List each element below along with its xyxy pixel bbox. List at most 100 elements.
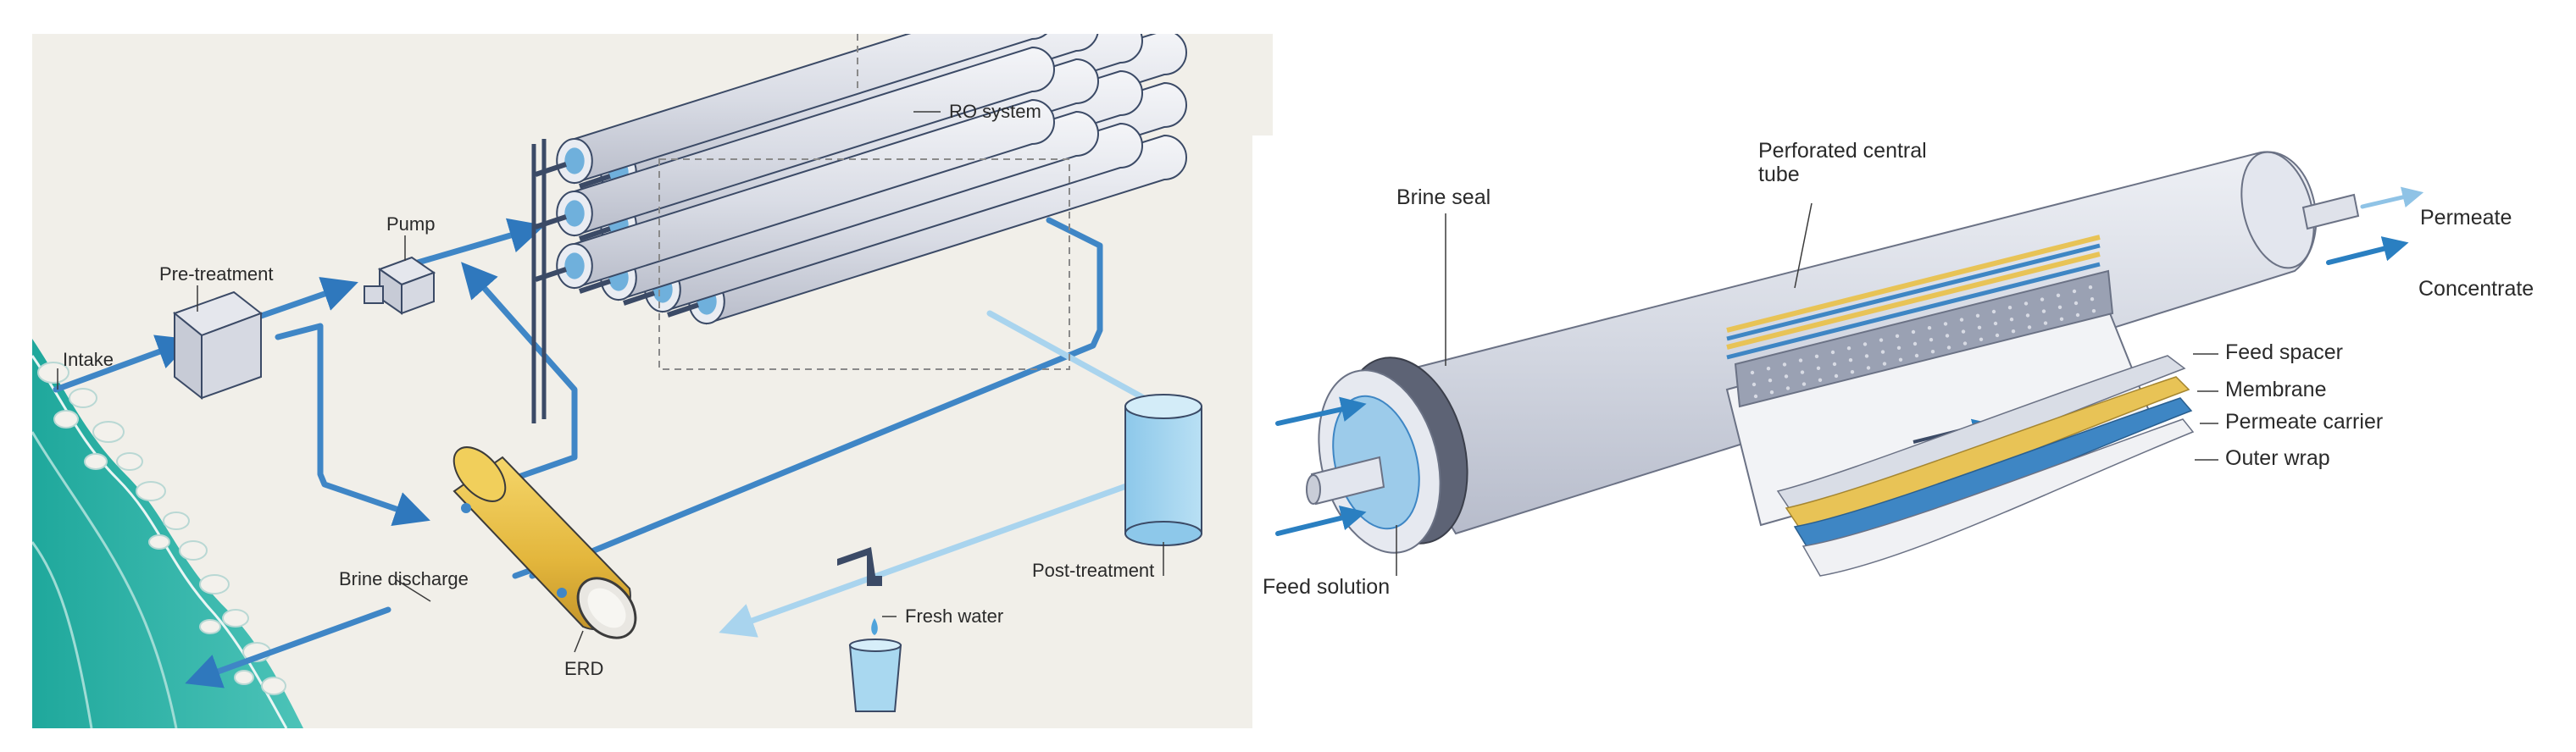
- brine-discharge-label: Brine discharge: [339, 568, 469, 589]
- tube-perforation: [1846, 346, 1852, 351]
- tube-perforation: [1753, 394, 1758, 399]
- ro-vessel-connector: [535, 267, 567, 282]
- brine-seal-label: Brine seal: [1396, 185, 1491, 209]
- plant-illustration: [32, 34, 1202, 728]
- tube-perforation: [2025, 313, 2030, 318]
- ro-rack: [531, 139, 547, 423]
- tube-perforation: [1866, 366, 1871, 370]
- tube-perforation: [1929, 338, 1934, 342]
- pump-label: Pump: [386, 213, 436, 235]
- tube-perforation: [1863, 342, 1868, 346]
- pretreatment-box: [172, 290, 264, 401]
- tube-perforation: [1802, 382, 1807, 386]
- tube-perforation: [1946, 346, 1951, 350]
- tube-perforation: [2041, 309, 2046, 313]
- leader-lines: [57, 111, 1164, 653]
- tube-perforation: [1834, 373, 1839, 379]
- tube-perforation: [1945, 334, 1950, 338]
- tube-perforation: [1927, 326, 1932, 330]
- ro-vessel-port: [564, 200, 585, 227]
- ro-vessel-connector: [623, 290, 655, 306]
- tube-perforation: [1784, 374, 1789, 379]
- tube-perforation: [1898, 357, 1903, 362]
- tube-perforation: [2027, 325, 2032, 329]
- tube-perforation: [1977, 325, 1982, 329]
- leader-lines-right: [1396, 202, 2218, 576]
- tube-perforation: [1814, 354, 1819, 358]
- feed-solution-label: Feed solution: [1263, 575, 1391, 599]
- intake-label: Intake: [63, 349, 114, 370]
- tube-perforation: [2090, 297, 2095, 301]
- tube-perforation: [1864, 354, 1869, 358]
- tube-perforation: [1769, 390, 1774, 395]
- ro-vessel: [574, 46, 1055, 237]
- tube-perforation: [1800, 370, 1805, 374]
- ro-dashed-outline: [658, 34, 1070, 370]
- tube-perforation: [2057, 305, 2062, 309]
- tube-perforation: [1882, 362, 1887, 366]
- tube-perforation: [1832, 362, 1837, 367]
- ro-vessel-port: [564, 252, 585, 279]
- tube-perforation: [1798, 358, 1803, 362]
- desalination-plant-diagram: Intake Pre-treatment Pump RO system Brin…: [32, 34, 1273, 728]
- tube-perforation: [1830, 350, 1835, 355]
- tube-perforation: [1816, 366, 1821, 370]
- tube-perforation: [1752, 382, 1757, 387]
- ro-membrane-element-diagram: Perforated central tube Brine seal Perme…: [1252, 135, 2557, 728]
- tube-perforation: [2056, 293, 2061, 297]
- tube-perforation: [1913, 341, 1918, 346]
- tube-perforation: [2072, 289, 2077, 294]
- tube-perforation: [2009, 318, 2014, 322]
- tube-perforation: [1818, 378, 1823, 382]
- ro-vessel-connector: [579, 174, 611, 189]
- permeate-label: Permeate: [2420, 206, 2512, 229]
- cutaway-section: [1725, 235, 2195, 577]
- perforations: [1750, 285, 2096, 399]
- tube-perforation: [1768, 379, 1773, 383]
- tube-perforation: [1880, 350, 1885, 354]
- tube-perforation: [1963, 341, 1968, 346]
- tube-perforation: [1943, 322, 1948, 326]
- tube-perforation: [1961, 329, 1966, 334]
- tube-perforation: [1911, 329, 1916, 335]
- tube-perforation: [2059, 317, 2064, 321]
- concentrate-label: Concentrate: [2418, 277, 2534, 301]
- tube-perforation: [2024, 301, 2029, 306]
- tube-perforation: [1995, 333, 2000, 338]
- tube-perforation: [1785, 386, 1790, 390]
- outer-wrap-label: Outer wrap: [2225, 446, 2330, 470]
- tube-perforation: [1959, 318, 1964, 322]
- tube-perforation: [2075, 312, 2080, 318]
- pump: [364, 256, 436, 315]
- feed-spacer-label: Feed spacer: [2225, 340, 2343, 364]
- membrane-label: Membrane: [2225, 378, 2327, 401]
- tube-perforation: [1993, 321, 1998, 326]
- ro-vessel-connector: [535, 162, 567, 177]
- erd-cylinder: [452, 446, 637, 639]
- ro-system-label: RO system: [949, 101, 1041, 122]
- tube-perforation: [2011, 329, 2016, 334]
- permeate-carrier-label: Permeate carrier: [2225, 410, 2384, 434]
- tube-perforation: [1850, 370, 1855, 374]
- tube-perforation: [1991, 309, 1996, 314]
- ro-vessel-connector: [535, 214, 567, 229]
- tube-perforation: [1975, 313, 1980, 318]
- fresh-water-label: Fresh water: [905, 605, 1004, 627]
- tube-perforation: [1750, 370, 1755, 375]
- ro-vessel: [574, 34, 1048, 185]
- tube-perforation: [2088, 285, 2093, 290]
- ro-vessel-connector: [667, 302, 699, 318]
- membrane-illustration: [1275, 151, 2424, 577]
- tube-perforation: [1848, 358, 1853, 362]
- tube-perforation: [1766, 367, 1771, 371]
- tube-perforation: [1979, 337, 1984, 341]
- product-pipes: [719, 310, 1163, 638]
- tube-perforation: [1879, 338, 1884, 342]
- ro-vessel: [574, 98, 1055, 290]
- ro-vessel-connector: [579, 279, 611, 294]
- tube-perforation: [2091, 309, 2096, 313]
- pretreatment-label: Pre-treatment: [159, 263, 274, 285]
- fresh-water-tap: [837, 547, 902, 712]
- tube-perforation: [1896, 346, 1901, 350]
- tube-perforation: [2007, 306, 2012, 310]
